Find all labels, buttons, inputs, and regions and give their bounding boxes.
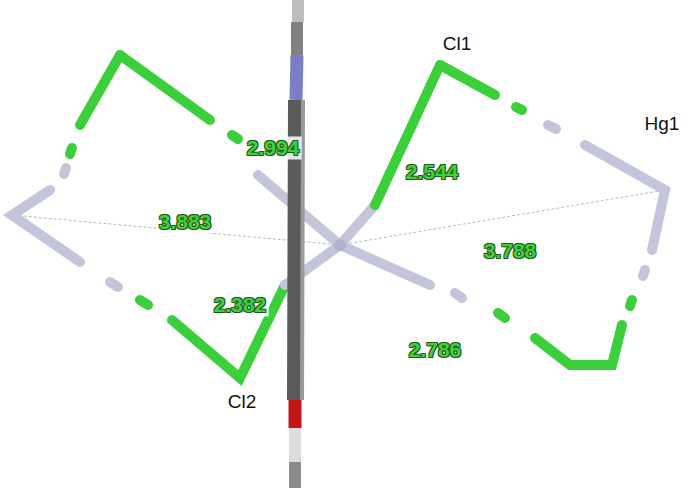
atom-label: Hg1	[645, 114, 680, 135]
bond-stick	[498, 313, 505, 318]
hg-hg-contact	[340, 190, 665, 245]
bond-stick	[516, 107, 522, 110]
bond-stick	[64, 168, 66, 174]
carbon-stick	[289, 462, 301, 488]
distance-label: 3.883	[157, 210, 214, 233]
bond-stick	[535, 325, 622, 365]
bond-stick	[548, 125, 556, 129]
bond-stick	[232, 135, 238, 139]
distance-label: 2.382	[212, 293, 269, 316]
bond-stick	[70, 148, 72, 154]
distance-label: 2.994	[245, 136, 302, 159]
bond-stick	[340, 245, 430, 285]
bond-stick	[630, 300, 632, 306]
bond-stick	[12, 190, 80, 262]
bond-stick	[120, 55, 210, 120]
distance-label: 2.786	[407, 338, 464, 361]
bond-stick	[172, 285, 285, 378]
distance-label: 2.544	[404, 160, 461, 183]
bond-stick	[455, 293, 462, 298]
hydrogen-stick	[292, 0, 304, 22]
bond-stick	[585, 145, 665, 250]
carbon-stick	[291, 22, 303, 55]
distance-label: 3.788	[482, 239, 539, 262]
bond-stick	[375, 65, 440, 205]
mercury-atom	[334, 239, 346, 251]
atom-label: Cl2	[228, 392, 257, 413]
hydrogen-stick	[289, 428, 301, 462]
bond-stick	[440, 65, 495, 95]
bond-stick	[340, 205, 375, 245]
bond-stick	[643, 270, 645, 276]
organic-ligand	[295, 0, 346, 488]
bond-sticks	[12, 55, 665, 378]
bond-stick	[80, 55, 120, 125]
atom-label: Cl1	[443, 34, 472, 55]
ring-stick	[302, 100, 303, 400]
bond-stick	[140, 300, 148, 305]
contact-lines	[12, 190, 665, 245]
nitrogen-stick	[296, 55, 297, 100]
bond-stick	[110, 282, 118, 287]
oxygen-stick	[289, 400, 302, 428]
